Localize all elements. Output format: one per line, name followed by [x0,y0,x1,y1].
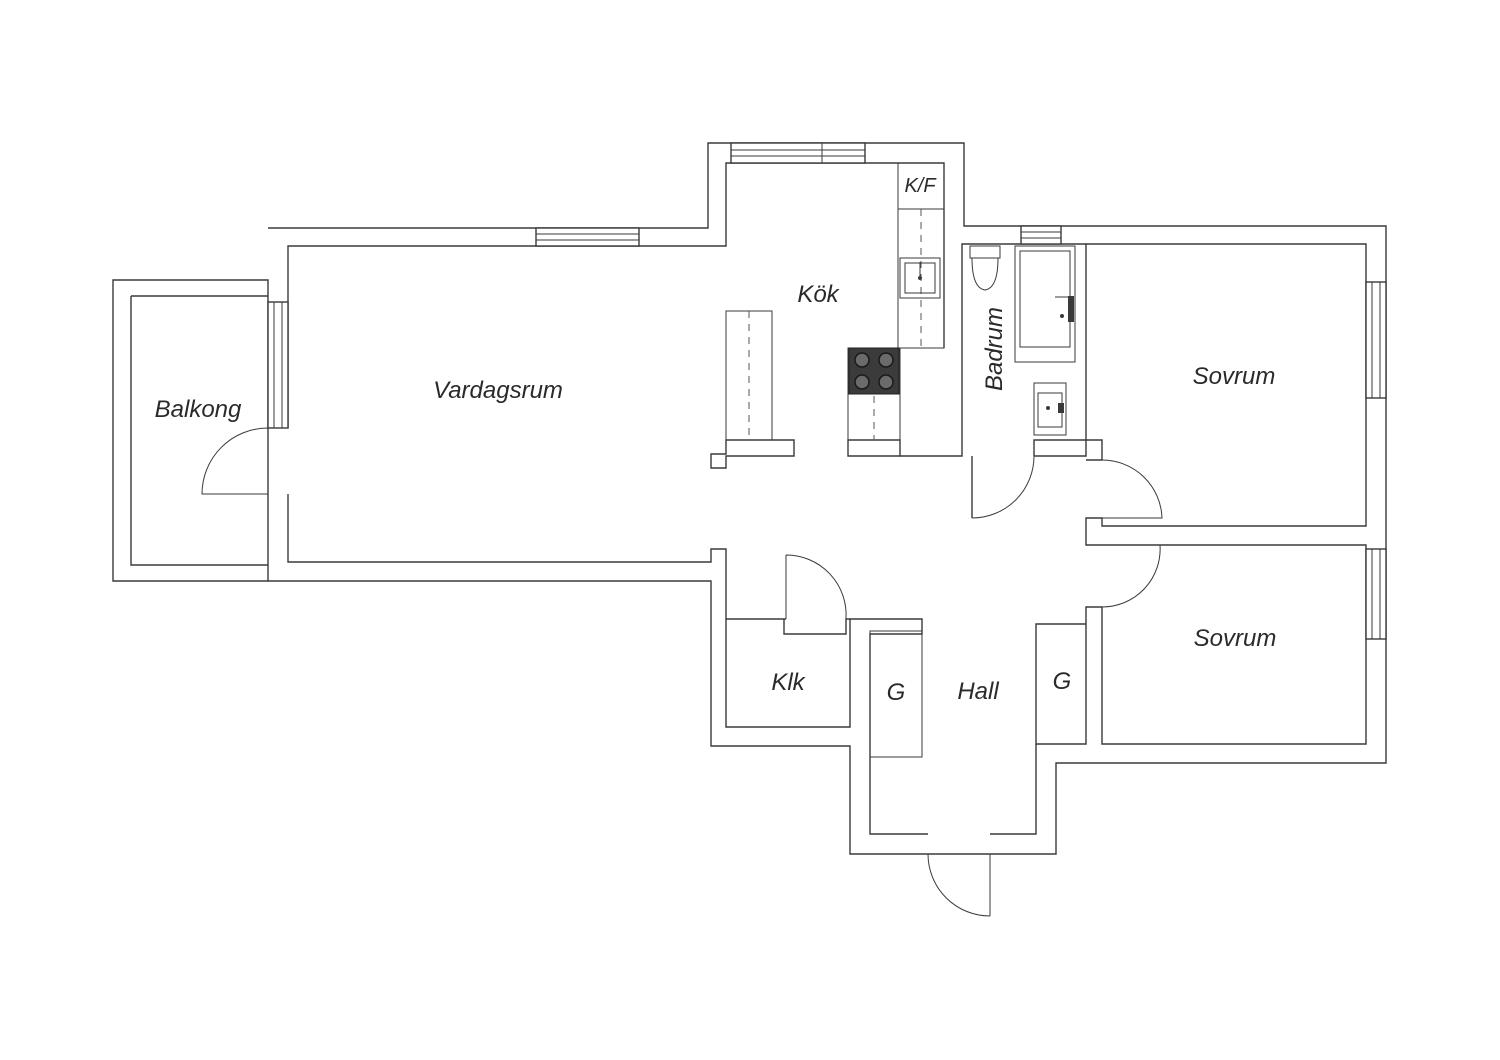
burner-icon [854,352,870,368]
wardrobe-left [869,630,923,758]
hall-right-wall [990,744,1037,835]
klk-door [785,554,847,620]
bedroom-2-door [1101,544,1161,608]
bedroom-1-door [1101,459,1163,519]
label-garderob-left: G [887,679,906,706]
label-garderob-right: G [1053,668,1072,695]
label-hall: Hall [957,678,999,705]
kitchen-bath-wall [900,243,1103,461]
label-badrum: Badrum [981,307,1008,391]
hall-left-wall [850,618,928,835]
windows [267,142,1387,640]
burner-icon [854,374,870,390]
closet-klk-wall [725,618,851,728]
kitchen-sink [899,257,941,299]
label-balkong: Balkong [155,396,242,423]
burner-icon [878,374,894,390]
bathroom-door [971,455,1035,519]
washbasin-icon [1033,382,1067,436]
balcony-outer-wall [112,279,269,582]
balcony-door [201,427,269,495]
doors [201,427,1163,917]
bath-inner-wall [971,439,1087,518]
label-sovrum-1: Sovrum [1193,363,1276,390]
bathtub-icon [1014,245,1076,363]
bedroom-1-inner-wall [1085,243,1367,546]
label-kok: Kök [797,281,840,308]
label-vardagsrum: Vardagsrum [433,377,563,404]
kitchen-fixtures [725,162,945,441]
label-klk: Klk [771,669,806,696]
living-room-inner-wall [287,162,945,428]
room-labels: Balkong Vardagsrum Kök K/F Badrum Sovrum… [155,175,1277,706]
window-living-top [535,227,640,247]
toilet-icon [969,245,1001,291]
label-kf: K/F [904,175,937,197]
label-sovrum-2: Sovrum [1194,625,1277,652]
burner-icon [878,352,894,368]
window-living-left [267,301,289,429]
balcony-inner-wall [130,295,268,566]
kitchen-partition-right [847,439,901,457]
walls [112,142,1387,855]
bathroom-fixtures [969,245,1076,436]
kitchen-partition-left [710,439,795,469]
window-bath-top [1020,225,1062,245]
window-bedroom-1 [1365,281,1387,399]
entrance-door [927,853,991,917]
wardrobes [869,623,1087,758]
window-bedroom-2 [1365,548,1387,640]
window-kitchen-top [730,142,866,164]
wardrobe-right [1035,623,1087,745]
living-room-outer-wall [268,142,1387,855]
